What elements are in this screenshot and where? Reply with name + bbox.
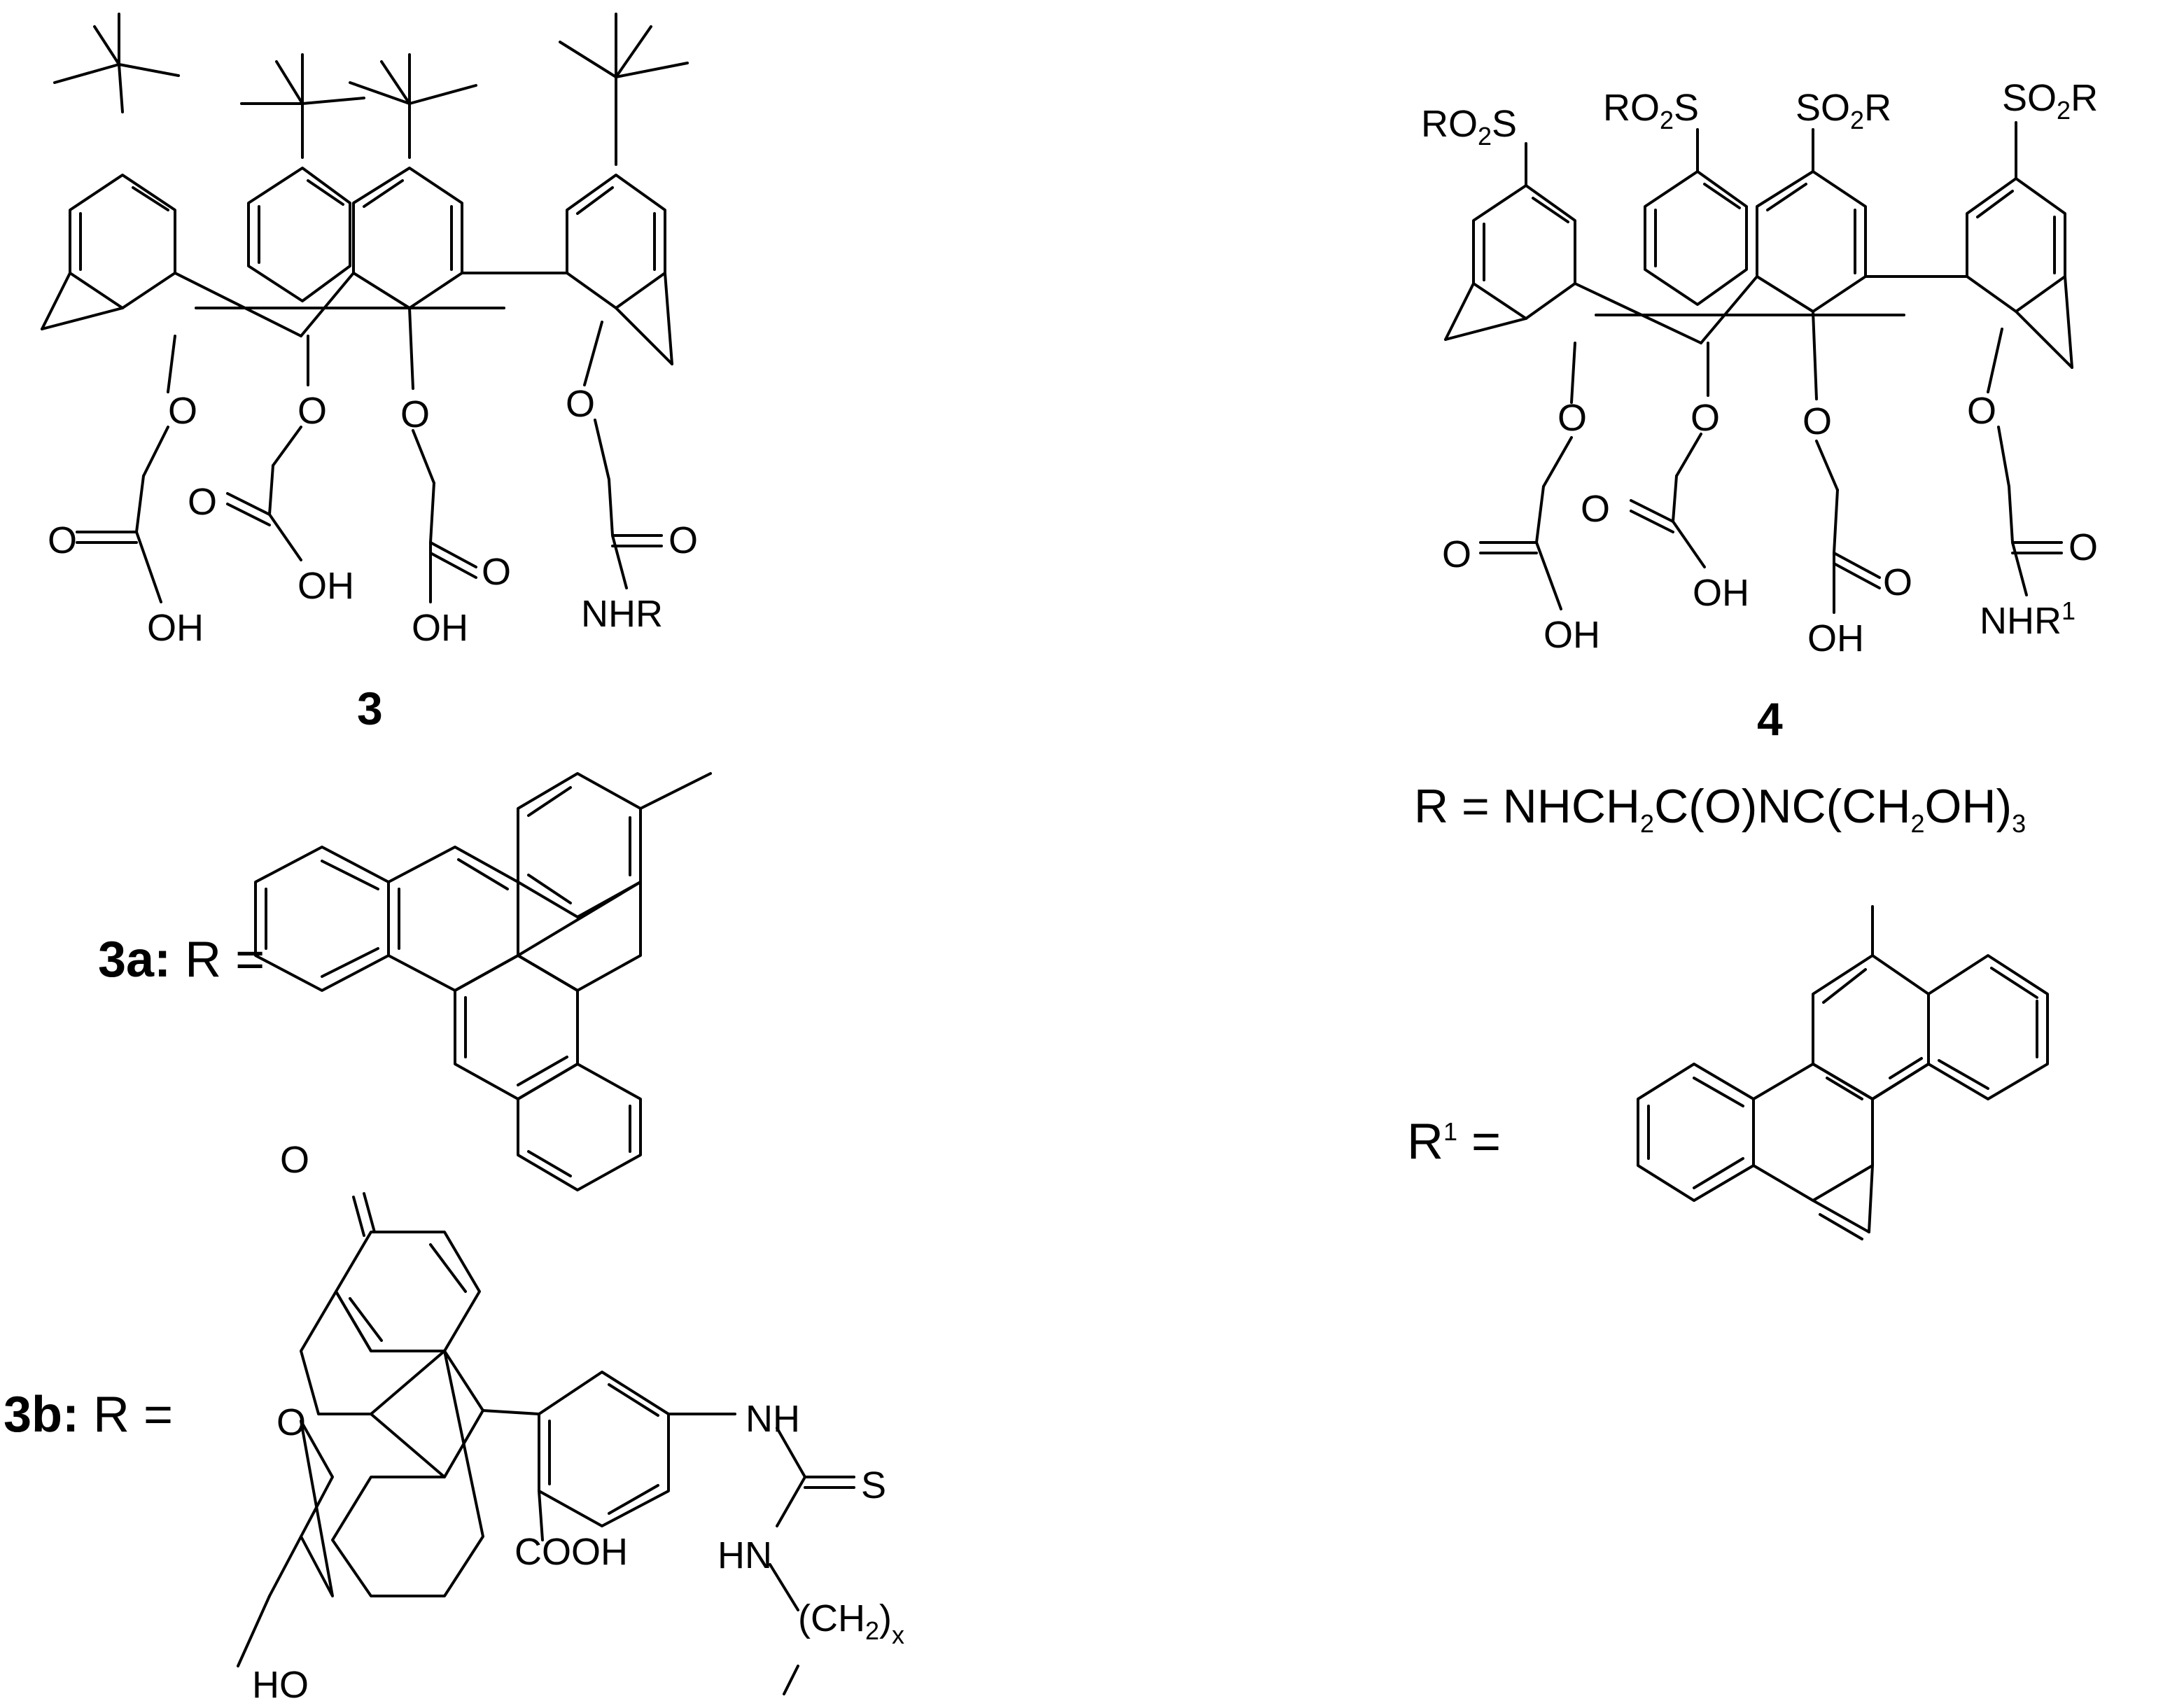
sulfonyl-group-4c: SO2R <box>1795 87 1891 134</box>
carbonyl-oxygen-4b: O <box>1581 488 1610 530</box>
r1-label: R1 = <box>1407 1114 1501 1170</box>
sulfonyl-group-4d: SO2R <box>2002 77 2098 125</box>
hydroxyl-4b: OH <box>1693 572 1749 614</box>
hydroxyl-3c: OH <box>412 607 468 649</box>
sulfonyl-group-4b: RO2S <box>1603 87 1699 134</box>
triphenylene-structure <box>254 772 712 1191</box>
thiocarbonyl-sulfur-3b: S <box>861 1464 886 1506</box>
thiourea-hn-3b: HN <box>718 1534 772 1576</box>
ether-oxygen-4a: O <box>1558 397 1587 439</box>
ether-oxygen-3b: O <box>298 390 327 432</box>
carbonyl-oxygen-3c: O <box>482 551 511 593</box>
ring-oxygen-3b: O <box>276 1401 306 1443</box>
ether-oxygen-4b: O <box>1690 397 1720 439</box>
carbonyl-oxygen-4a: O <box>1442 533 1471 575</box>
substituent-3a: 3a: R = <box>98 772 712 1191</box>
carbonyl-oxygen-4d: O <box>2068 526 2098 568</box>
ether-oxygen-4d: O <box>1967 390 1996 432</box>
calixarene-rings-3 <box>41 167 673 365</box>
carboxymethoxy-chains-4 <box>1479 310 2063 614</box>
compound-3-structure: O O O O O O O O OH OH OH NHR 3 <box>41 13 698 734</box>
carbonyl-oxygen-4c: O <box>1883 561 1912 603</box>
substituent-r1: R1 = <box>1407 905 2049 1240</box>
r-definition-4: R = NHCH2C(O)NC(CH2OH)3 <box>1414 780 2026 838</box>
keto-oxygen-3b: O <box>280 1139 309 1181</box>
r-label-3b: 3b: R = <box>4 1387 173 1443</box>
thiourea-nh-3b: NH <box>746 1398 800 1440</box>
calixarene-rings-4 <box>1444 121 2073 369</box>
carboxylic-acid-3b: COOH <box>514 1531 628 1573</box>
substituent-3b: 3b: R = O O NH S COOH HN (CH2 <box>4 1139 904 1706</box>
ether-oxygen-4c: O <box>1802 400 1832 442</box>
chrysene-structure <box>1637 905 2049 1240</box>
carboxymethoxy-chains-3 <box>76 307 663 603</box>
carbonyl-oxygen-3d: O <box>668 519 698 561</box>
ether-oxygen-3d: O <box>566 383 595 425</box>
carbonyl-oxygen-3b: O <box>188 481 217 523</box>
hydroxyl-3b-fluorescein: HO <box>252 1664 309 1706</box>
tert-butyl-groups-3 <box>53 13 689 166</box>
hydroxyl-4a: OH <box>1544 614 1600 656</box>
hydroxyl-3a: OH <box>147 607 204 649</box>
amide-label-4: NHR1 <box>1980 596 2076 642</box>
fluorescein-structure <box>237 1192 855 1695</box>
sulfonyl-group-4a: RO2S <box>1421 103 1517 150</box>
compound-label-3: 3 <box>357 682 383 734</box>
amide-label-3: NHR <box>581 593 663 635</box>
r-label-3a: 3a: R = <box>98 932 265 988</box>
hydroxyl-3b: OH <box>298 565 354 607</box>
alkyl-chain-3b: (CH2)x <box>798 1597 904 1649</box>
carbonyl-oxygen-3a: O <box>48 519 77 561</box>
compound-4-structure: RO2S RO2S SO2R SO2R <box>1414 77 2098 838</box>
hydroxyl-4c: OH <box>1807 617 1864 659</box>
compound-label-4: 4 <box>1757 693 1783 745</box>
ether-oxygen-3a: O <box>168 390 197 432</box>
ether-oxygen-3c: O <box>400 393 430 435</box>
